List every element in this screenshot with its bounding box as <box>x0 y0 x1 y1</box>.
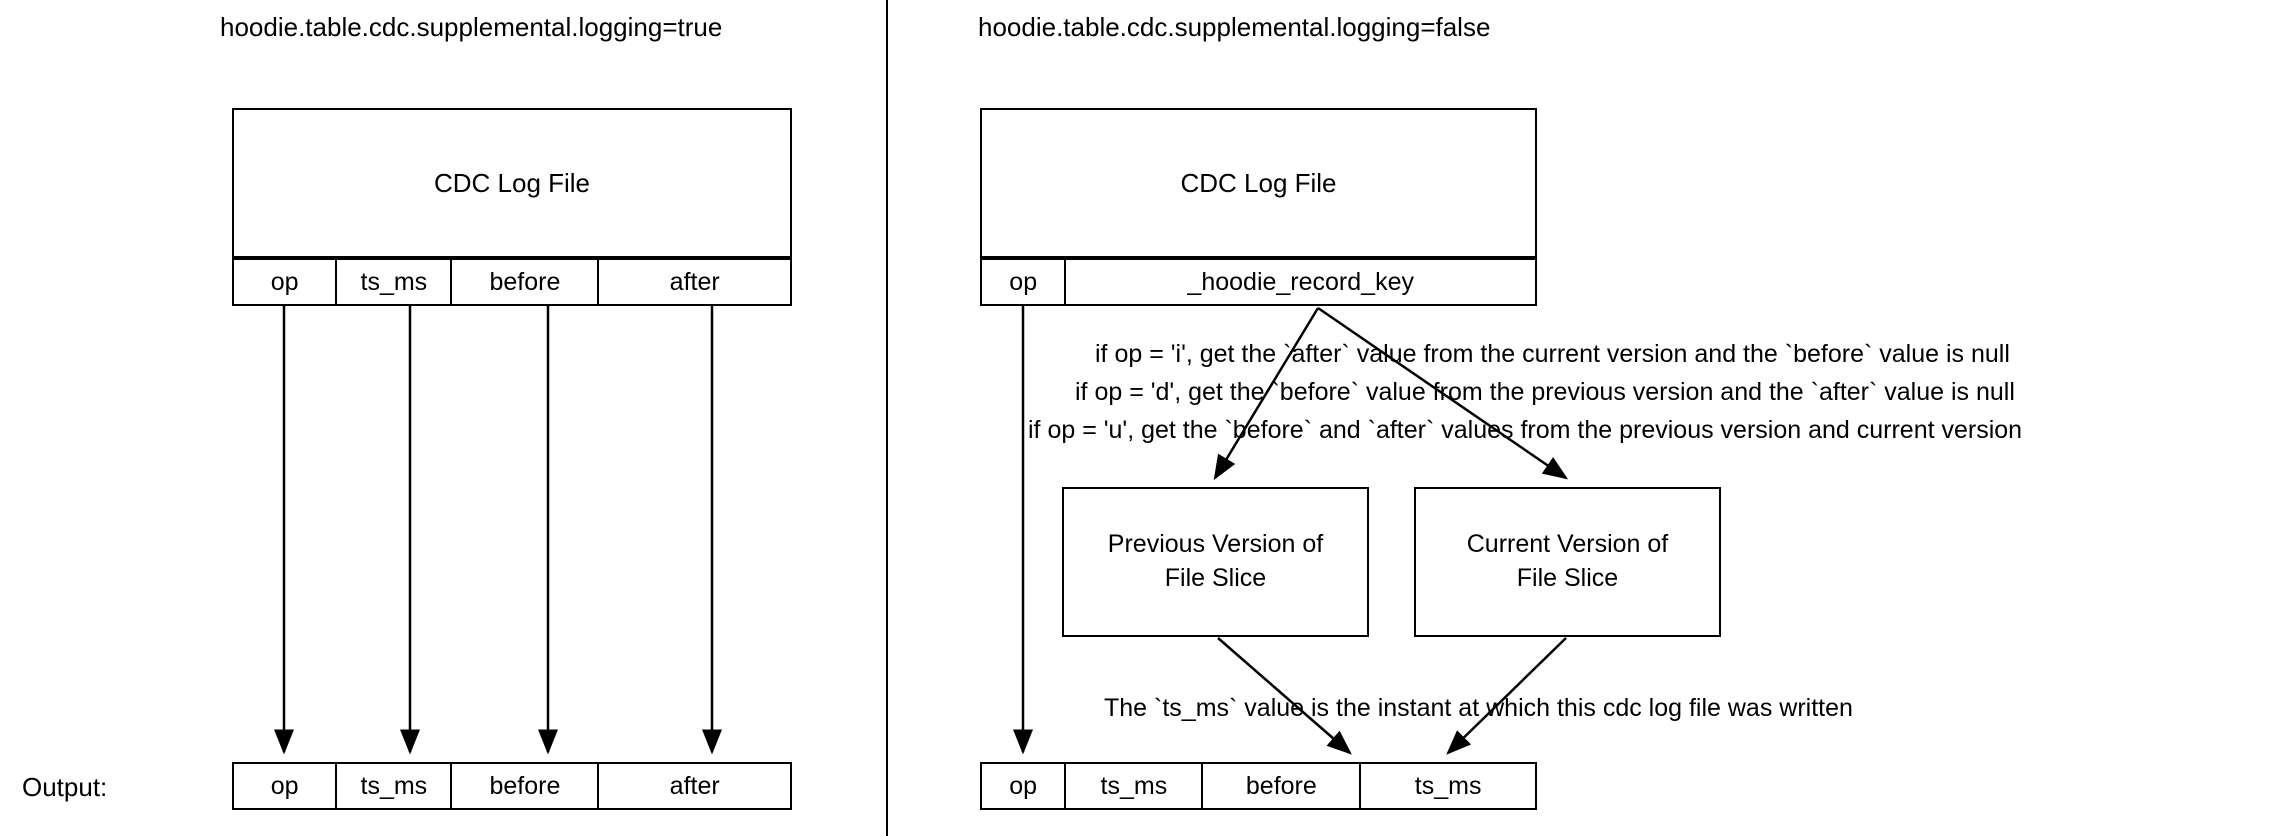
current-version-file-slice-box: Current Version of File Slice <box>1414 487 1721 637</box>
current-version-line2: File Slice <box>1516 564 1619 592</box>
output-cell-ts-ms: ts_ms <box>337 764 453 808</box>
schema-cell-hoodie-record-key: _hoodie_record_key <box>1187 267 1414 296</box>
cdc-log-schema-row-left: op ts_ms before after <box>232 258 792 306</box>
right-connectors <box>1013 306 1569 755</box>
note-ts-ms-instant: The `ts_ms` value is the instant at whic… <box>1104 694 1853 722</box>
schema-cell-op-right: op <box>982 260 1067 304</box>
cdc-log-file-caption-right: CDC Log File <box>1180 167 1337 198</box>
connector-previous-version-to-before <box>1217 637 1352 755</box>
output-cell-ts-ms-2-right: ts_ms <box>1414 771 1482 800</box>
cdc-log-file-caption-left: CDC Log File <box>433 167 591 198</box>
output-schema-row-right: op ts_ms before ts_ms <box>980 762 1537 810</box>
connector-current-version-to-ts-ms <box>1446 637 1567 755</box>
current-version-line1: Current Version of <box>1466 530 1669 559</box>
panel-divider <box>886 0 888 836</box>
output-cell-ts-ms-right: ts_ms <box>1066 764 1204 808</box>
schema-cell-before: before <box>452 260 600 304</box>
output-cell-before: before <box>452 764 600 808</box>
schema-cell-ts-ms: ts_ms <box>337 260 453 304</box>
output-cell-op-right: op <box>982 764 1067 808</box>
left-connectors <box>274 306 722 755</box>
note-op-update: if op = 'u', get the `before` and `after… <box>1028 416 2023 444</box>
output-schema-row-left: op ts_ms before after <box>232 762 792 810</box>
note-op-delete: if op = 'd', get the `before` value from… <box>1075 378 2015 406</box>
connector-key-to-current-version <box>1317 306 1569 480</box>
output-cell-after: after <box>669 771 720 800</box>
panel-title-right: hoodie.table.cdc.supplemental.logging=fa… <box>978 12 1491 42</box>
schema-cell-after: after <box>669 267 720 296</box>
panel-title-left: hoodie.table.cdc.supplemental.logging=tr… <box>220 12 723 42</box>
output-cell-before-right: before <box>1203 764 1362 808</box>
cdc-log-file-box-right: CDC Log File <box>980 108 1537 258</box>
cdc-log-file-box-left: CDC Log File <box>232 108 792 258</box>
previous-version-line2: File Slice <box>1164 564 1267 592</box>
previous-version-label: Previous Version of File Slice <box>1108 528 1323 596</box>
output-label-left: Output: <box>22 772 108 802</box>
cdc-log-schema-row-right: op _hoodie_record_key <box>980 258 1537 306</box>
schema-cell-op: op <box>234 260 338 304</box>
note-op-insert: if op = 'i', get the `after` value from … <box>1095 340 2010 368</box>
previous-version-line1: Previous Version of <box>1107 530 1324 559</box>
previous-version-file-slice-box: Previous Version of File Slice <box>1062 487 1369 637</box>
output-cell-op: op <box>234 764 338 808</box>
current-version-label: Current Version of File Slice <box>1467 528 1669 596</box>
connector-key-to-previous-version <box>1213 307 1320 481</box>
